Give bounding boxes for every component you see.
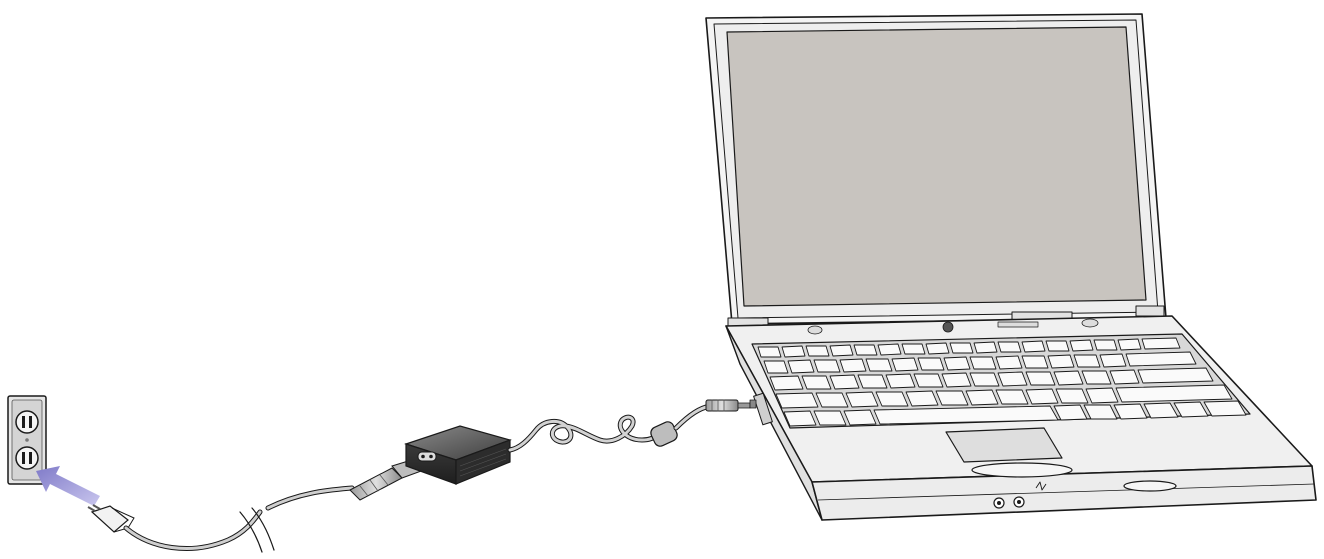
insert-arrow-icon — [36, 466, 100, 506]
laptop-icon — [706, 14, 1316, 520]
power-adapter-icon — [406, 426, 510, 484]
dc-cable-icon — [510, 400, 750, 450]
ac-cable-icon — [126, 458, 424, 552]
